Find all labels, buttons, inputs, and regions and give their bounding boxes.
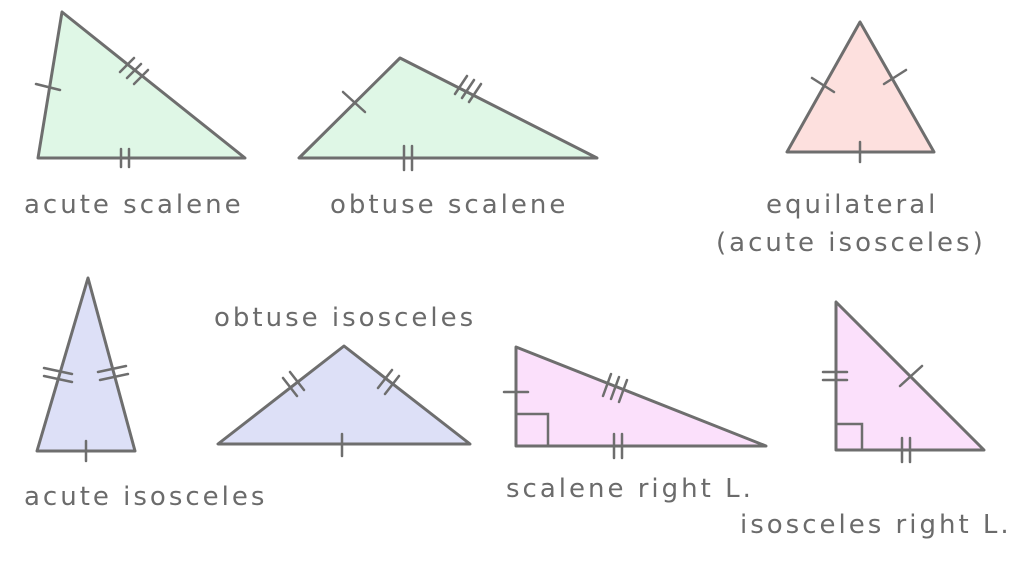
isosceles-right-triangle	[821, 300, 986, 464]
acute-scalene-triangle	[34, 10, 247, 169]
scalene-right-shape	[514, 345, 768, 448]
acute-scalene-shape	[36, 10, 247, 160]
acute-isosceles-triangle	[35, 276, 137, 463]
scalene-right-angle-marker	[514, 412, 550, 448]
label-equilateral: equilateral	[766, 190, 939, 220]
label-obtuse-scalene: obtuse scalene	[330, 190, 569, 220]
obtuse-isosceles-triangle	[216, 344, 472, 458]
acute-scalene-tick-marks	[34, 56, 150, 169]
isosceles-right-tick-marks	[821, 364, 924, 464]
obtuse-scalene-shape	[297, 56, 599, 160]
scalene-right-triangle	[502, 345, 768, 460]
label-acute-scalene: acute scalene	[24, 190, 244, 220]
obtuse-scalene-tick-marks	[341, 74, 483, 172]
label-acute-isosceles: acute isosceles	[24, 482, 268, 512]
label-scalene-right: scalene right L.	[506, 474, 754, 504]
equilateral-tick-marks	[810, 68, 908, 164]
obtuse-scalene-triangle	[297, 56, 599, 172]
obtuse-isosceles-tick-marks	[281, 368, 401, 458]
equilateral-shape	[785, 20, 936, 154]
acute-isosceles-tick-marks	[42, 364, 130, 463]
scalene-right-tick-marks	[502, 372, 629, 460]
label-isosceles-right: isosceles right L.	[740, 510, 1012, 540]
isosceles-right-angle-marker	[834, 422, 864, 452]
acute-isosceles-shape	[35, 276, 137, 453]
equilateral-triangle	[785, 20, 936, 164]
label-obtuse-isosceles: obtuse isosceles	[214, 303, 477, 333]
label-equilateral-subtitle: (acute isosceles)	[716, 228, 986, 258]
obtuse-isosceles-shape	[216, 344, 472, 446]
